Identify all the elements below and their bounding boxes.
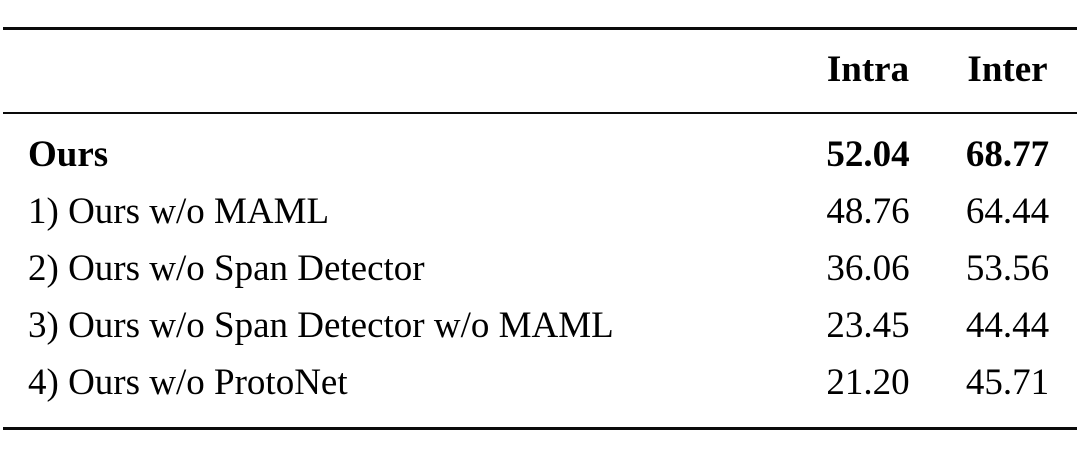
cell-inter: 68.77: [938, 112, 1077, 183]
table-header: Intra Inter: [3, 27, 1077, 113]
cell-inter: 44.44: [965, 305, 1050, 346]
cell-method: 3) Ours w/o Span Detector w/o MAML: [28, 305, 614, 346]
column-header-method: [3, 27, 798, 113]
table-row: 2) Ours w/o Span Detector 36.06 53.56: [3, 240, 1077, 297]
cell-intra: 36.06: [826, 248, 910, 289]
cell-method: 2) Ours w/o Span Detector: [28, 248, 425, 289]
cell-intra: 21.20: [798, 354, 938, 430]
table-row: 3) Ours w/o Span Detector w/o MAML 23.45…: [3, 297, 1077, 354]
cell-method: Ours: [3, 112, 798, 183]
cell-method: 1) Ours w/o MAML: [28, 191, 330, 232]
results-table-container: Intra Inter Ours 52.04 68.77 1) Ours w/o…: [3, 0, 1077, 454]
column-header-inter: Inter: [938, 27, 1077, 113]
table-row: Ours 52.04 68.77: [3, 112, 1077, 183]
table-row: 1) Ours w/o MAML 48.76 64.44: [3, 183, 1077, 240]
table-row: 4) Ours w/o ProtoNet 21.20 45.71: [3, 354, 1077, 430]
cell-intra: 52.04: [798, 112, 938, 183]
ablation-results-table: Intra Inter Ours 52.04 68.77 1) Ours w/o…: [3, 27, 1077, 430]
cell-intra: 23.45: [826, 305, 910, 346]
cell-inter: 53.56: [965, 248, 1050, 289]
cell-method: 4) Ours w/o ProtoNet: [3, 354, 798, 430]
cell-inter: 64.44: [965, 191, 1050, 232]
cell-inter: 45.71: [938, 354, 1077, 430]
table-header-row: Intra Inter: [3, 27, 1077, 113]
cell-intra: 48.76: [826, 191, 910, 232]
column-header-intra: Intra: [798, 27, 938, 113]
table-body: Ours 52.04 68.77 1) Ours w/o MAML 48.76 …: [3, 112, 1077, 430]
